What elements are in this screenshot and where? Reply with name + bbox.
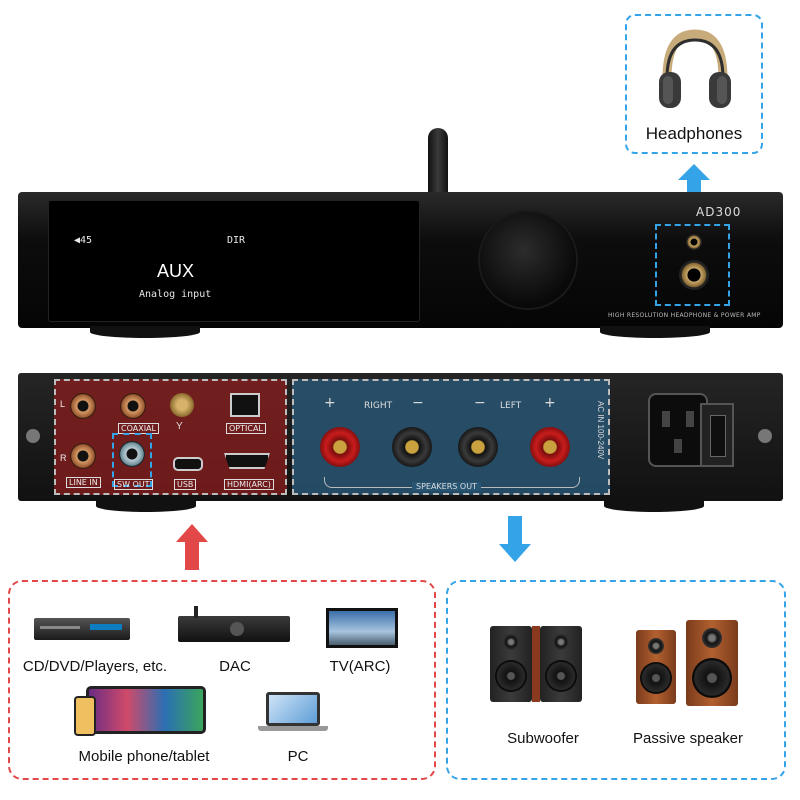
dac-antenna (194, 606, 198, 618)
left-negative-terminal (458, 427, 498, 467)
headphone-jack-highlight (655, 224, 730, 306)
tweeter (503, 634, 519, 650)
dvd-player-icon (34, 618, 130, 640)
screw-icon (26, 429, 40, 443)
volume-readout: ◀45 (74, 235, 93, 246)
dvd-display (90, 624, 122, 630)
pin (686, 411, 694, 427)
disc-tray (40, 626, 80, 629)
antenna-icon: Y (176, 421, 183, 432)
tablet-icon (86, 686, 206, 734)
power-inlet (648, 393, 708, 467)
pin (662, 411, 670, 427)
speakers-out-label: SPEAKERS OUT (412, 482, 481, 491)
outputs-panel: Subwoofer Passive speaker (446, 580, 786, 780)
usb-port (173, 457, 203, 471)
speaker-icon (540, 626, 582, 702)
tweeter (648, 638, 664, 654)
large-jack (679, 260, 709, 290)
dac-icon (178, 606, 290, 642)
speaker-icon (686, 620, 738, 706)
small-jack (686, 234, 702, 250)
speaker-icon (490, 626, 532, 702)
right-positive-terminal (320, 427, 360, 467)
arrow-stem (687, 180, 701, 194)
rear-panel: L R COAXIAL LINE IN SW OUT Y USB OPTICAL… (18, 373, 783, 501)
woofer (640, 662, 672, 694)
source-label: PC (287, 748, 309, 765)
foot (96, 500, 196, 512)
channel-l-label: L (60, 399, 66, 409)
optical-label: OPTICAL (226, 423, 266, 434)
volume-knob (480, 212, 576, 308)
woofer (692, 658, 732, 698)
power-rating: AC IN 100-240V (596, 401, 605, 460)
speaker-icon (636, 630, 676, 704)
screw-icon (758, 429, 772, 443)
coaxial-jack (120, 393, 146, 419)
minus-sign: − (412, 395, 424, 411)
output-label: Subwoofer (507, 730, 579, 747)
line-in-label: LINE IN (66, 477, 101, 488)
woofer (495, 660, 527, 692)
rocker (710, 415, 726, 457)
mode-readout: DIR (227, 235, 246, 246)
source-label: DAC (219, 658, 251, 675)
sources-panel: CD/DVD/Players, etc. DAC TV(ARC) Mobile … (8, 580, 436, 780)
source-readout: AUX (157, 261, 195, 281)
tweeter (702, 628, 722, 648)
arrow-down-icon (499, 544, 531, 562)
headphones-icon (659, 29, 731, 108)
phone-icon (74, 696, 96, 736)
headphones-label: Headphones (645, 124, 743, 143)
optical-port (230, 393, 260, 417)
antenna (428, 128, 448, 198)
tweeter (553, 634, 569, 650)
model-logo: AD300 (696, 205, 742, 219)
arrow-up-icon (678, 164, 710, 180)
speakers-section: + RIGHT − − LEFT + SPEAKERS OUT AC IN 10… (292, 379, 610, 495)
hdmi-label: HDMI(ARC) (224, 479, 274, 490)
source-label: Mobile phone/tablet (78, 748, 210, 765)
power-switch (700, 403, 734, 467)
left-label: LEFT (500, 401, 522, 411)
laptop-base (258, 726, 328, 731)
foot (604, 500, 704, 512)
usb-label: USB (174, 479, 197, 490)
source-label: TV(ARC) (329, 658, 391, 675)
foot (90, 326, 200, 338)
arrow-stem (508, 516, 522, 544)
inputs-section: L R COAXIAL LINE IN SW OUT Y USB OPTICAL… (54, 379, 287, 495)
woofer (545, 660, 577, 692)
right-label: RIGHT (364, 401, 393, 411)
source-label: CD/DVD/Players, etc. (22, 658, 168, 675)
source-desc: Analog input (139, 289, 212, 300)
headphones-callout: Headphones (625, 14, 763, 154)
sw-out-highlight (112, 433, 152, 487)
hdmi-port (224, 453, 270, 469)
right-negative-terminal (392, 427, 432, 467)
channel-r-label: R (60, 453, 67, 463)
pin (674, 439, 682, 453)
line-in-l-jack (70, 393, 96, 419)
sw-out-label: SW OUT (114, 479, 153, 490)
line-in-r-jack (70, 443, 96, 469)
sw-out-jack (119, 441, 145, 467)
tv-icon (326, 608, 398, 648)
output-label: Passive speaker (632, 730, 744, 747)
front-tagline: HIGH RESOLUTION HEADPHONE & POWER AMP (608, 312, 761, 319)
front-panel: ◀45 DIR AUX Analog input AD300 HIGH RESO… (18, 192, 783, 328)
left-positive-terminal (530, 427, 570, 467)
minus-sign: − (474, 395, 486, 411)
speaker-side (532, 626, 540, 702)
antenna-connector (170, 393, 194, 417)
plus-sign: + (324, 395, 336, 411)
laptop-icon (266, 692, 320, 726)
plus-sign: + (544, 395, 556, 411)
arrow-stem (185, 542, 199, 570)
arrow-up-icon (176, 524, 208, 542)
dac-knob (230, 622, 244, 636)
foot (600, 326, 710, 338)
front-display: ◀45 DIR AUX Analog input (48, 200, 420, 322)
